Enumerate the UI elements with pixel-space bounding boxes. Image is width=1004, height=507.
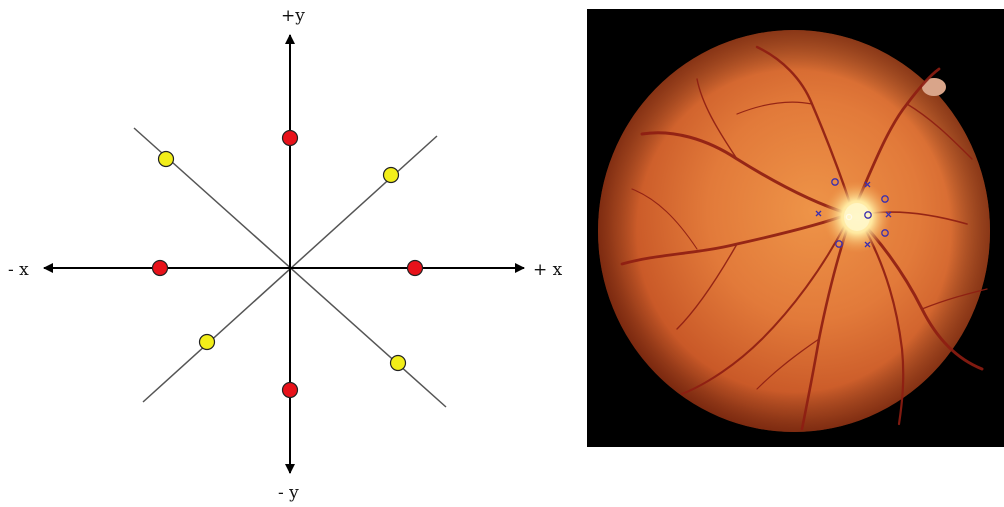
direction-diagram: +y - y + x - x: [0, 0, 580, 507]
neg-x-label: - x: [8, 260, 29, 280]
yellow-point-upper-right: [384, 168, 399, 183]
pos-x-label: + x: [533, 260, 563, 280]
red-point-up: [283, 131, 298, 146]
red-point-right: [408, 261, 423, 276]
yellow-point-lower-left: [200, 335, 215, 350]
yellow-point-upper-left: [159, 152, 174, 167]
fundus-photo: [587, 9, 1004, 447]
yellow-point-lower-right: [391, 356, 406, 371]
red-point-down: [283, 383, 298, 398]
neg-y-label: - y: [278, 483, 299, 503]
red-point-left: [153, 261, 168, 276]
pos-y-label: +y: [281, 6, 305, 26]
